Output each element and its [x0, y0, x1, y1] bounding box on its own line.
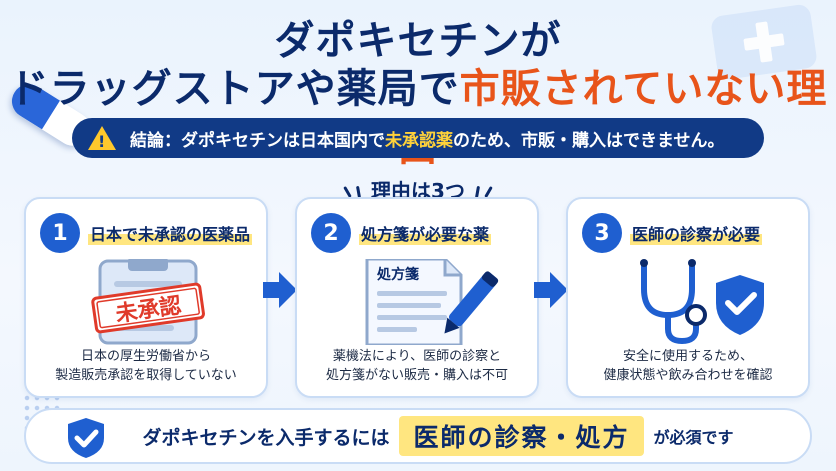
stethoscope-icon	[640, 259, 764, 345]
card-text-line-1: 日本の厚生労働省から	[80, 349, 211, 364]
conclusion-suffix: のため、市販・購入はできません。	[453, 130, 725, 151]
arrow-right-icon	[534, 272, 568, 308]
conclusion-banner: ! 結論：ダポキセチンは日本国内で未承認薬のため、市販・購入はできません。	[72, 118, 764, 158]
card-text-line-1: 薬機法により、医師の診察と	[332, 349, 502, 364]
title-main: ドラッグストアや薬局で	[8, 66, 460, 112]
bottom-pre-text: ダポキセチンを入手するには	[142, 426, 390, 449]
reason-card-3: 3 医師の診察が必要 安全に使用するため、 健康状態や飲み合わせを確認	[566, 197, 810, 398]
card-label: 処方箋が必要な薬	[359, 221, 492, 245]
conclusion-prefix: 結論：ダポキセチンは日本国内で	[130, 130, 385, 151]
arrow-right-icon	[263, 272, 297, 308]
reason-card-1: 1 日本で未承認の医薬品 未承認 日本の厚生労働省から 製造販売承認を取得してい…	[24, 197, 268, 398]
shield-check-icon	[68, 418, 104, 458]
clipboard-icon: 未承認	[91, 257, 205, 345]
reason-card-2: 2 処方箋が必要な薬 処方箋 薬機法により、医師の診察と 処方箋がない販売・購入…	[295, 197, 539, 398]
card-label: 日本で未承認の医薬品	[88, 221, 253, 245]
prescription-icon: 処方箋	[365, 257, 499, 347]
title-line-1: ダポキセチンが	[274, 18, 562, 64]
card-number: 2	[311, 213, 351, 253]
conclusion-highlight: 未承認薬	[385, 130, 453, 151]
bottom-post-text: が必須です	[653, 428, 734, 447]
bottom-highlight: 医師の診察・処方	[399, 416, 644, 456]
card-text-line-2: 健康状態や飲み合わせを確認	[603, 368, 773, 383]
doc-title: 処方箋	[376, 266, 419, 283]
card-label: 医師の診察が必要	[630, 221, 763, 245]
card-number: 1	[40, 213, 80, 253]
bottom-banner: ダポキセチンを入手するには 医師の診察・処方 が必須です	[24, 408, 812, 464]
card-text-line-1: 安全に使用するため、	[622, 349, 753, 364]
card-text-line-2: 処方箋がない販売・購入は不可	[325, 368, 508, 383]
card-number: 3	[582, 213, 622, 253]
card-text-line-2: 製造販売承認を取得していない	[55, 368, 237, 383]
warning-icon: !	[88, 126, 116, 151]
